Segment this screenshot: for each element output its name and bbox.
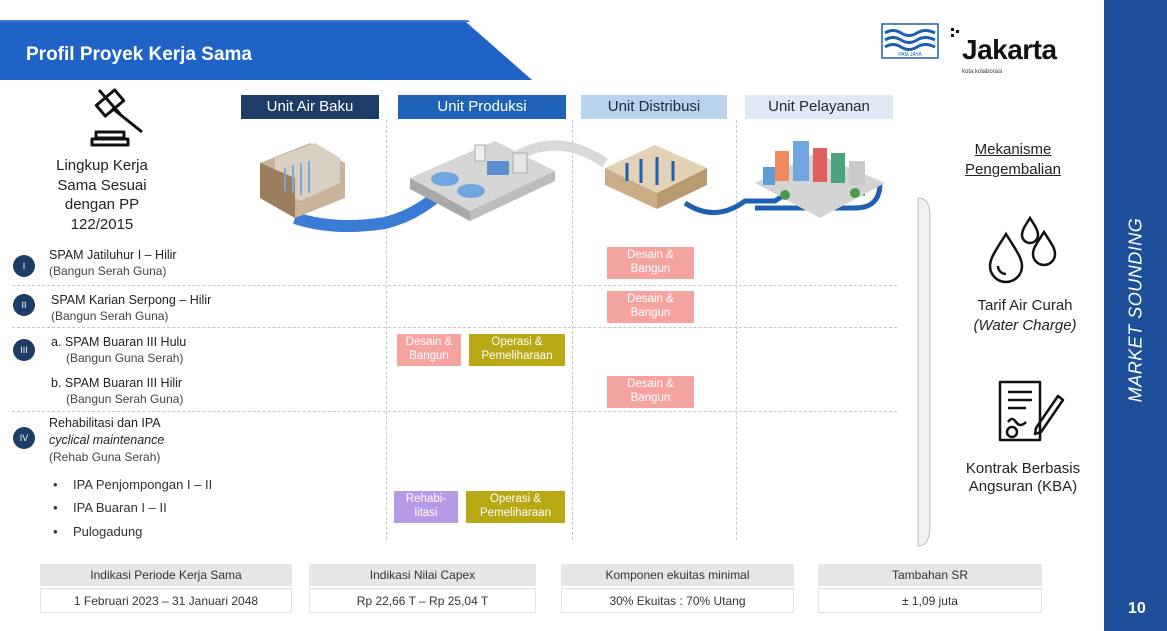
activity-desain-bangun: Desain & Bangun [607, 247, 694, 279]
activity-operasi-pemeliharaan: Operasi & Pemeliharaan [466, 491, 565, 523]
row-divider [12, 327, 897, 328]
list-item: Pulogadung [53, 524, 143, 539]
row-subtitle: (Rehab Guna Serah) [49, 450, 161, 464]
jakarta-logo-text: Jakarta [962, 34, 1057, 65]
info-card-periode: Indikasi Periode Kerja Sama 1 Februari 2… [40, 564, 292, 613]
activity-desain-bangun: Desain & Bangun [607, 376, 694, 408]
row-divider [12, 411, 897, 412]
row-title: a. SPAM Buaran III Hulu [51, 335, 187, 349]
row-subtitle: (Bangun Guna Serah) [66, 351, 184, 365]
water-infrastructure-illustration [255, 123, 895, 243]
info-card-label: Indikasi Periode Kerja Sama [40, 564, 292, 586]
activity-rehabilitasi: Rehabi- litasi [394, 491, 458, 523]
column-divider [386, 120, 387, 540]
jakarta-dots-icon [951, 28, 965, 53]
pam-jaya-text: PAM JAYA [898, 52, 922, 58]
tarif-english-label: (Water Charge) [973, 317, 1077, 334]
header-banner [0, 20, 532, 80]
row-number-badge: III [13, 339, 35, 361]
page-number: 10 [1128, 600, 1146, 617]
column-header-air-baku: Unit Air Baku [241, 95, 379, 119]
row-title-italic: cyclical maintenance [49, 433, 165, 447]
mechanism-title: Mekanisme Pengembalian [965, 141, 1061, 178]
row-number-badge: I [13, 255, 35, 277]
info-card-tambahan-sr: Tambahan SR ± 1,09 juta [818, 564, 1042, 613]
row-title: SPAM Karian Serpong – Hilir [51, 293, 212, 307]
row-title: Rehabilitasi dan IPA [49, 416, 161, 430]
jakarta-tagline: kota kolaborasi [962, 69, 1003, 75]
info-card-value: Rp 22,66 T – Rp 25,04 T [309, 588, 536, 613]
row-subtitle: (Bangun Serah Guna) [51, 309, 169, 323]
pam-jaya-logo: PAM JAYA [881, 23, 939, 59]
activity-desain-bangun: Desain & Bangun [397, 334, 461, 366]
info-card-value: ± 1,09 juta [818, 588, 1042, 613]
column-divider [572, 120, 573, 540]
contract-document-icon [996, 378, 1066, 449]
column-header-distribusi: Unit Distribusi [581, 95, 727, 119]
kba-label: Kontrak Berbasis Angsuran (KBA) [965, 460, 1081, 495]
gavel-icon [90, 86, 154, 153]
row-subtitle: (Bangun Serah Guna) [66, 392, 184, 406]
scope-description: Lingkup Kerja Sama Sesuai dengan PP 122/… [56, 157, 148, 233]
row-divider [12, 285, 897, 286]
activity-operasi-pemeliharaan: Operasi & Pemeliharaan [469, 334, 565, 366]
info-card-value: 1 Februari 2023 – 31 Januari 2048 [40, 588, 292, 613]
row-number-badge: II [13, 294, 35, 316]
info-card-label: Komponen ekuitas minimal [561, 564, 794, 586]
water-drops-icon [986, 215, 1058, 289]
row-title: SPAM Jatiluhur I – Hilir [49, 248, 177, 262]
right-sidebar [1104, 0, 1167, 631]
info-card-value: 30% Ekuitas : 70% Utang [561, 588, 794, 613]
info-card-ekuitas: Komponen ekuitas minimal 30% Ekuitas : 7… [561, 564, 794, 613]
info-card-capex: Indikasi Nilai Capex Rp 22,66 T – Rp 25,… [309, 564, 536, 613]
tarif-label: Tarif Air Curah [977, 297, 1073, 314]
activity-desain-bangun: Desain & Bangun [607, 291, 694, 323]
row-title: b. SPAM Buaran III Hilir [51, 376, 183, 390]
row-subtitle: (Bangun Serah Guna) [49, 264, 167, 278]
info-card-label: Tambahan SR [818, 564, 1042, 586]
column-header-produksi: Unit Produksi [398, 95, 566, 119]
sidebar-label: MARKET SOUNDING [1125, 217, 1146, 403]
column-divider [736, 120, 737, 540]
page-title: Profil Proyek Kerja Sama [26, 44, 252, 65]
list-item: IPA Penjompongan I – II [53, 477, 212, 492]
list-item: IPA Buaran I – II [53, 500, 167, 515]
column-header-pelayanan: Unit Pelayanan [745, 95, 893, 119]
row-number-badge: IV [13, 427, 35, 449]
bracket-arrow [914, 196, 938, 553]
tarif-air-curah: Tarif Air Curah (Water Charge) [955, 296, 1095, 336]
info-card-label: Indikasi Nilai Capex [309, 564, 536, 586]
